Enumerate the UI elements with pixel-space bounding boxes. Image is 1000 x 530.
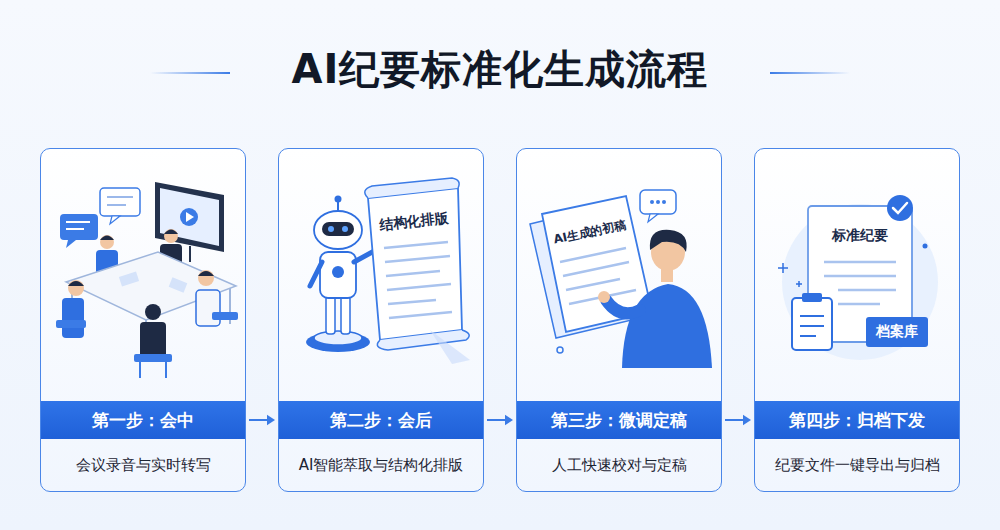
step-band: 第四步：归档下发 (755, 401, 959, 439)
flow-arrow (249, 415, 275, 425)
step-description: 纪要文件一键导出与归档 (775, 456, 940, 475)
step-card: 第二步：会后 AI智能萃取与结构化排版 (278, 148, 484, 492)
arrow-line (725, 419, 745, 421)
step-card: 第四步：归档下发纪要文件一键导出与归档 (754, 148, 960, 492)
step-band: 第三步：微调定稿 (517, 401, 721, 439)
archive-illustration (778, 195, 938, 360)
step-desc-area: 人工快速校对与定稿 (517, 439, 721, 491)
flow-arrow (725, 415, 751, 425)
step-card: 第三步：微调定稿人工快速校对与定稿 (516, 148, 722, 492)
robot-illustration (306, 178, 470, 364)
step-desc-area: AI智能萃取与结构化排版 (279, 439, 483, 491)
card-fill (40, 148, 960, 492)
arrow-head (505, 415, 513, 425)
step-title: 第三步：微调定稿 (551, 409, 687, 432)
step-desc-area: 会议录音与实时转写 (41, 439, 245, 491)
step-desc-area: 纪要文件一键导出与归档 (755, 439, 959, 491)
illustration-label: 标准纪要 (832, 227, 888, 245)
illustration-label: 结构化排版 (378, 209, 449, 234)
arrow-line (249, 419, 269, 421)
arrow-head (743, 415, 751, 425)
review-illustration (530, 190, 712, 368)
step-title: 第四步：归档下发 (789, 409, 925, 432)
step-description: 会议录音与实时转写 (76, 456, 211, 475)
step-title: 第二步：会后 (330, 409, 432, 432)
step-title: 第一步：会中 (92, 409, 194, 432)
arrow-line (487, 419, 507, 421)
step-card: 第一步：会中会议录音与实时转写 (40, 148, 246, 492)
illustration-label: AI生成的初稿 (552, 216, 628, 248)
archive-tag: 档案库 (866, 317, 928, 347)
step-band: 第二步：会后 (279, 401, 483, 439)
step-description: AI智能萃取与结构化排版 (299, 456, 464, 475)
flow-arrow (487, 415, 513, 425)
meeting-illustration (56, 182, 238, 378)
arrow-head (267, 415, 275, 425)
step-band: 第一步：会中 (41, 401, 245, 439)
step-description: 人工快速校对与定稿 (552, 456, 687, 475)
title: AI纪要标准化生成流程 (0, 42, 1000, 97)
